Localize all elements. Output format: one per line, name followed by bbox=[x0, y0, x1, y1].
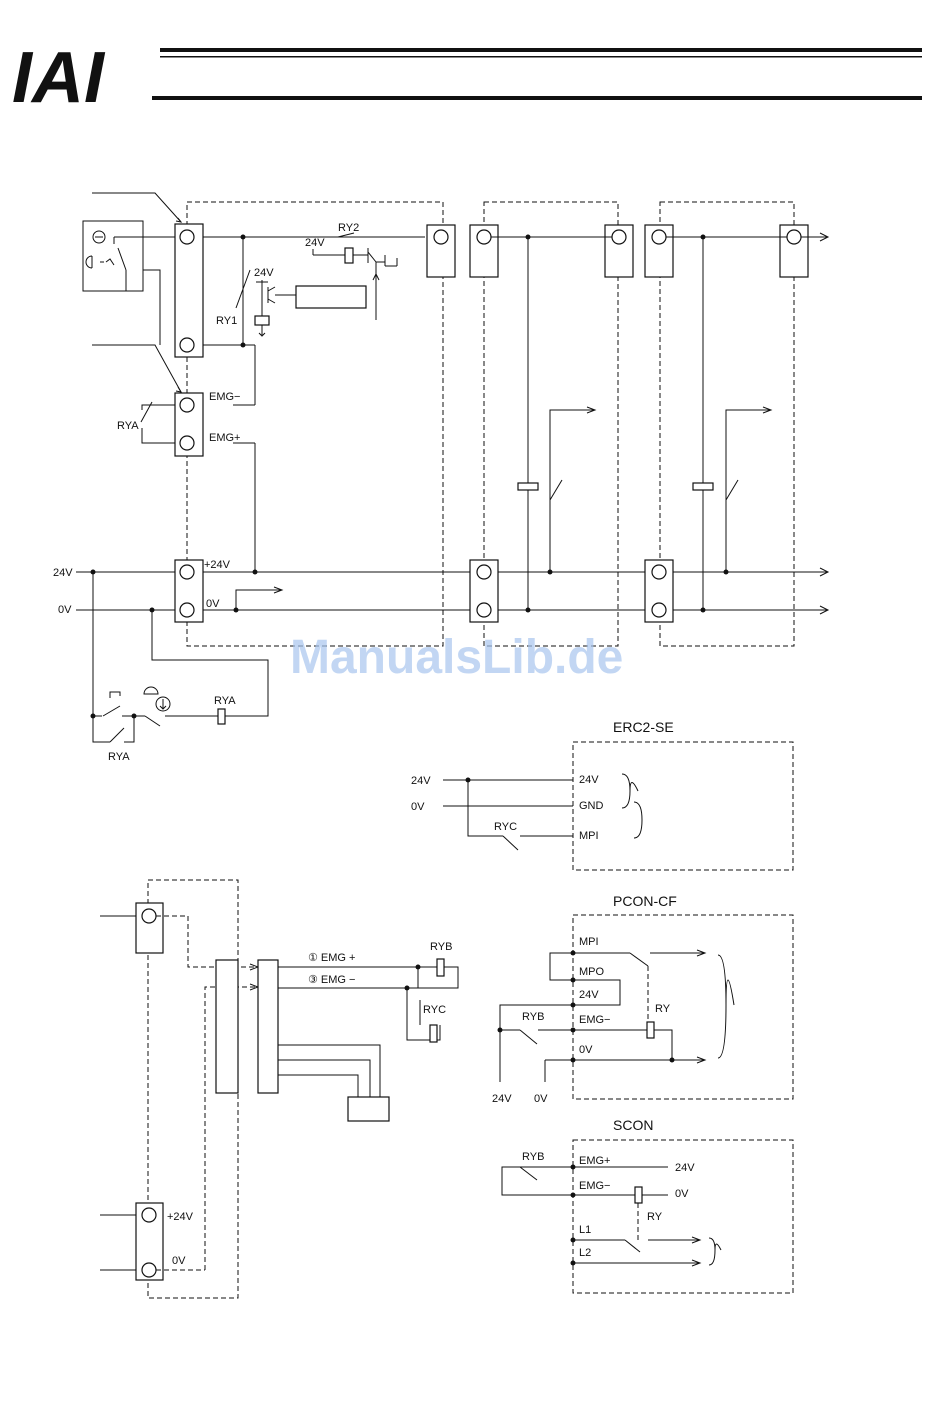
pcon-cf-wiring: PCON-CF MPI MPO 24V EMG− 0V RY RYB 24V 0… bbox=[492, 893, 793, 1105]
scon-ry-label: RY bbox=[647, 1211, 663, 1223]
rail-24v-label: 24V bbox=[53, 567, 73, 579]
ry1-24v-label: 24V bbox=[254, 267, 274, 279]
ry2-label: RY2 bbox=[338, 222, 359, 234]
rya-coil bbox=[218, 709, 225, 724]
scon-right-24v: 24V bbox=[675, 1162, 695, 1174]
scon-ry-coil bbox=[635, 1187, 642, 1203]
pcon-pin-emg-minus: EMG− bbox=[579, 1014, 610, 1026]
pcon-title: PCON-CF bbox=[613, 893, 677, 909]
scon-title: SCON bbox=[613, 1117, 653, 1133]
watermark: ManualsLib.de bbox=[290, 631, 623, 684]
pcon-bottom-0v: 0V bbox=[534, 1093, 548, 1105]
erc2-se-wiring: ERC2-SE 24V 0V RYC 24V GND MPI bbox=[411, 719, 793, 870]
erc2-title: ERC2-SE bbox=[613, 719, 674, 735]
pcon-pin-mpi: MPI bbox=[579, 936, 599, 948]
ryc-label: RYC bbox=[494, 821, 517, 833]
emg-plus-pin-label: ① EMG + bbox=[308, 952, 355, 964]
lower-zero-v-label: 0V bbox=[172, 1255, 186, 1267]
rya-lower-label: RYA bbox=[108, 751, 130, 763]
plus24v-label: +24V bbox=[204, 559, 231, 571]
pcon-ry-label: RY bbox=[655, 1003, 671, 1015]
brake-release-unit bbox=[348, 1097, 389, 1121]
lower-plus24v-label: +24V bbox=[167, 1211, 194, 1223]
pcon-ryb-label: RYB bbox=[522, 1011, 544, 1023]
emg-plus-label: EMG+ bbox=[209, 432, 240, 444]
scon-pin-l2: L2 bbox=[579, 1247, 591, 1259]
pcon-pin-24v: 24V bbox=[579, 989, 599, 1001]
emg-connector bbox=[258, 960, 278, 1093]
erc2-left-0v: 0V bbox=[411, 801, 425, 813]
erc2-pin-24v: 24V bbox=[579, 774, 599, 786]
erc2-pin-gnd: GND bbox=[579, 800, 604, 812]
ry2-coil bbox=[345, 248, 353, 263]
rail-0v-label: 0V bbox=[58, 604, 72, 616]
erc2-left-24v: 24V bbox=[411, 775, 431, 787]
zero-v-label: 0V bbox=[206, 598, 220, 610]
scon-pin-emg-plus: EMG+ bbox=[579, 1155, 610, 1167]
emg-minus-pin-label: ③ EMG − bbox=[308, 974, 355, 986]
ry2-24v-label: 24V bbox=[305, 237, 325, 249]
pcon-pin-mpo: MPO bbox=[579, 966, 605, 978]
emg-minus-label: EMG− bbox=[209, 391, 240, 403]
pcon-bottom-24v: 24V bbox=[492, 1093, 512, 1105]
scon-pin-l1: L1 bbox=[579, 1224, 591, 1236]
ry1-coil bbox=[255, 316, 269, 325]
ryb-label: RYB bbox=[430, 941, 452, 953]
page-header: IAI bbox=[12, 38, 922, 118]
lower-left-wiring: ① EMG + ③ EMG − RYB RYC +24V 0V bbox=[100, 880, 458, 1298]
scon-pin-emg-minus: EMG− bbox=[579, 1180, 610, 1192]
pcon-ry-coil bbox=[647, 1022, 654, 1038]
scon-wiring: SCON EMG+ EMG− L1 L2 24V 0V RYB RY bbox=[502, 1117, 793, 1293]
erc2-pin-mpi: MPI bbox=[579, 830, 599, 842]
ryc-coil bbox=[430, 1025, 437, 1042]
ryb-coil bbox=[437, 959, 444, 976]
iai-logo: IAI bbox=[12, 38, 106, 118]
rya-upper-label: RYA bbox=[117, 420, 139, 432]
control-logic-block bbox=[296, 286, 366, 308]
rya-coil-label: RYA bbox=[214, 695, 236, 707]
pcon-pin-0v: 0V bbox=[579, 1044, 593, 1056]
ry1-label: RY1 bbox=[216, 315, 237, 327]
scon-ryb-label: RYB bbox=[522, 1151, 544, 1163]
scon-right-0v: 0V bbox=[675, 1188, 689, 1200]
ryc-coil-label: RYC bbox=[423, 1004, 446, 1016]
